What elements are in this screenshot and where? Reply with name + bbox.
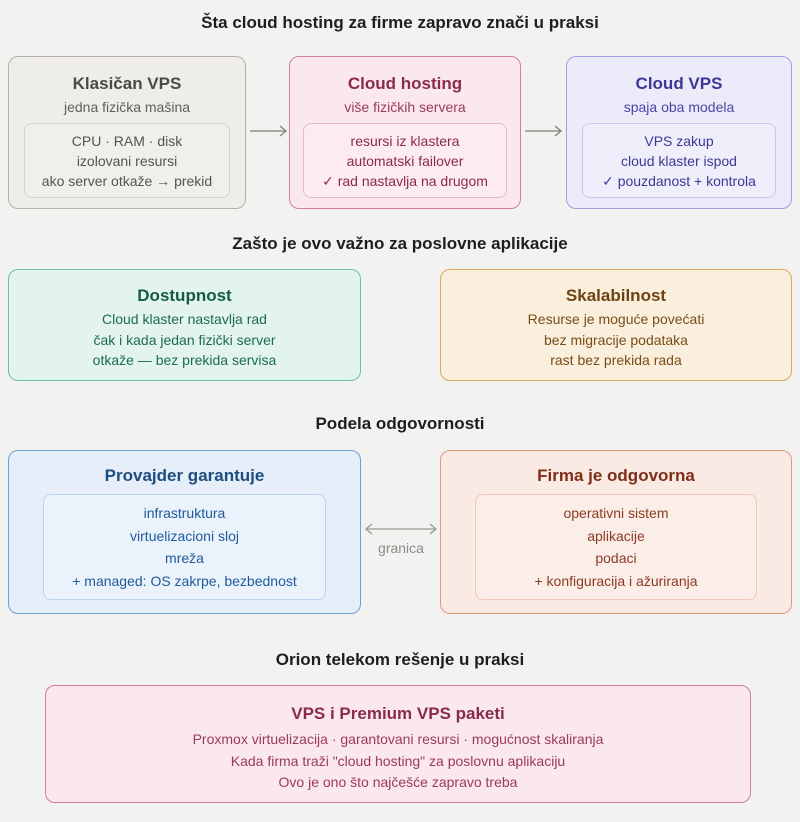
detail-line: cloud klaster ispod [621, 152, 737, 169]
detail-line: podaci [595, 550, 637, 566]
company-details: operativni sistem aplikacije podaci + ko… [475, 494, 757, 600]
detail-line: VPS zakup [644, 132, 714, 149]
orion-card: VPS i Premium VPS paketi Proxmox virtuel… [45, 685, 751, 803]
why-heading: Zašto je ovo važno za poslovne aplikacij… [232, 234, 568, 253]
detail-line: CPU · RAM · disk [71, 132, 183, 149]
text-line: Cloud klaster nastavlja rad [102, 311, 267, 327]
detail-line: + konfiguracija i ažuriranja [534, 572, 698, 589]
detail-line: resursi iz klastera [350, 132, 460, 149]
text-line: Proxmox virtuelizacija · garantovani res… [192, 731, 604, 747]
arrow-right-icon [250, 125, 288, 137]
page-title: Šta cloud hosting za firme zapravo znači… [201, 13, 599, 32]
provider-title: Provajder garantuje [104, 466, 265, 485]
classic-vps-title: Klasičan VPS [72, 74, 182, 93]
cloud-vps-details: VPS zakup cloud klaster ispod ✓ pouzdano… [582, 123, 776, 198]
company-title: Firma je odgovorna [537, 466, 695, 485]
text-line: rast bez prekida rada [550, 352, 682, 368]
text-line: čak i kada jedan fizički server [93, 331, 276, 348]
detail-line: automatski failover [346, 152, 464, 169]
detail-line: ako server otkaže → prekid [41, 172, 213, 189]
scalability-card: Skalabilnost Resurse je moguće povećati … [440, 269, 792, 381]
double-arrow-icon [364, 523, 438, 535]
text-line: otkaže — bez prekida servisa [92, 352, 277, 368]
provider-details: infrastruktura virtuelizacioni sloj mrež… [43, 494, 326, 600]
availability-card: Dostupnost Cloud klaster nastavlja rad č… [8, 269, 361, 381]
detail-line: mreža [165, 550, 204, 566]
detail-line: operativni sistem [563, 505, 669, 521]
text-line: Kada firma traži "cloud hosting" za posl… [230, 752, 566, 769]
cloud-hosting-title: Cloud hosting [347, 74, 463, 93]
arrow-right-icon [525, 125, 563, 137]
detail-line: ✓ pouzdanost + kontrola [602, 172, 756, 189]
detail-line: + managed: OS zakrpe, bezbednost [72, 572, 297, 589]
detail-line: izolovani resursi [76, 152, 178, 169]
responsibility-heading: Podela odgovornosti [315, 414, 485, 433]
text-line: bez migracije podataka [544, 331, 688, 348]
scalability-title: Skalabilnost [565, 286, 667, 305]
cloud-vps-title: Cloud VPS [635, 74, 723, 93]
orion-heading: Orion telekom rešenje u praksi [275, 650, 525, 669]
orion-title: VPS i Premium VPS paketi [291, 704, 505, 723]
cloud-hosting-subtitle: više fizičkih servera [344, 99, 466, 115]
availability-title: Dostupnost [137, 286, 232, 305]
detail-line: ✓ rad nastavlja na drugom [322, 172, 488, 189]
cloud-vps-subtitle: spaja oba modela [623, 99, 735, 115]
text-line: Ovo je ono što najčešće zapravo treba [278, 774, 518, 790]
detail-line: aplikacije [587, 527, 645, 544]
detail-line: infrastruktura [143, 505, 226, 521]
cloud-hosting-details: resursi iz klastera automatski failover … [303, 123, 507, 198]
text-line: Resurse je moguće povećati [527, 311, 705, 327]
classic-vps-subtitle: jedna fizička mašina [63, 99, 191, 115]
boundary-label: granica [378, 540, 424, 556]
classic-vps-details: CPU · RAM · disk izolovani resursi ako s… [24, 123, 230, 198]
detail-line: virtuelizacioni sloj [130, 527, 239, 544]
